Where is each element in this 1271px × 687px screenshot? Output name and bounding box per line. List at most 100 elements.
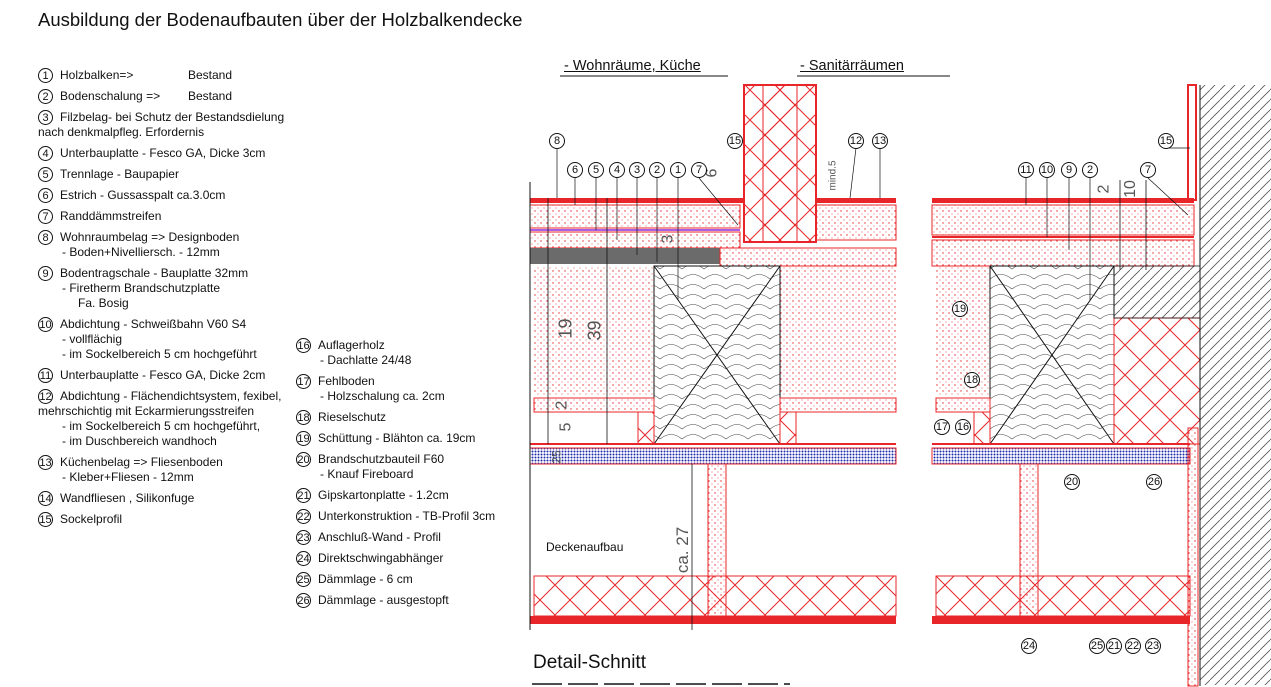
callout-10: 10 xyxy=(1039,162,1055,178)
legend-subtext: - Knauf Fireboard xyxy=(320,467,414,481)
callout-17: 17 xyxy=(934,419,950,435)
dim-10: 10 xyxy=(1121,180,1139,198)
callout-11: 11 xyxy=(1018,162,1034,178)
legend-number: 7 xyxy=(38,209,53,224)
legend-text: Unterbauplatte - Fesco GA, Dicke 3cm xyxy=(60,146,266,160)
legend-text: Bodenschalung => xyxy=(60,89,161,103)
callout-21: 21 xyxy=(1106,638,1122,654)
legend-item-7: 7 Randdämmstreifen xyxy=(38,209,308,224)
legend-text: Dämmlage - 6 cm xyxy=(318,572,413,586)
legend-text: Sockelprofil xyxy=(60,512,123,526)
callout-2: 2 xyxy=(649,162,665,178)
legend-subtext: - vollflächig xyxy=(62,332,123,346)
legend-item-24: 24 Direktschwingabhänger xyxy=(296,551,496,566)
legend-text: Fehlboden xyxy=(318,374,375,388)
callout-26: 26 xyxy=(1146,474,1162,490)
legend-text: Randdämmstreifen xyxy=(60,209,162,223)
legend-number: 4 xyxy=(38,146,53,161)
legend-item-15: 15 Sockelprofil xyxy=(38,512,308,527)
legend-text: Wohnraumbelag => Designboden xyxy=(60,230,240,244)
legend-number: 10 xyxy=(38,317,53,332)
legend-text: Filzbelag- bei Schutz der Bestandsdielun… xyxy=(60,110,285,124)
legend-subtext: - Boden+Nivelliersch. - 12mm xyxy=(62,245,220,259)
callout-4: 4 xyxy=(609,162,625,178)
page-title: Ausbildung der Bodenaufbauten über der H… xyxy=(38,9,523,30)
legend-number: 18 xyxy=(296,410,311,425)
dim-mind5: mind.5 xyxy=(827,160,839,191)
legend-item-4: 4 Unterbauplatte - Fesco GA, Dicke 3cm xyxy=(38,146,308,161)
legend-subtext: Fa. Bosig xyxy=(78,296,129,310)
callout-7: 7 xyxy=(1140,162,1156,178)
legend-text: Direktschwingabhänger xyxy=(318,551,444,565)
callout-20: 20 xyxy=(1064,474,1080,490)
dim-39: 39 xyxy=(584,320,605,341)
legend-number: 13 xyxy=(38,455,53,470)
legend-text: Anschluß-Wand - Profil xyxy=(318,530,441,544)
legend-number: 5 xyxy=(38,167,53,182)
legend-number: 3 xyxy=(38,110,53,125)
legend-item-8: 8 Wohnraumbelag => Designboden xyxy=(38,230,308,245)
callout-1: 1 xyxy=(670,162,686,178)
legend-number: 22 xyxy=(296,509,311,524)
legend-number: 20 xyxy=(296,452,311,467)
callout-5: 5 xyxy=(588,162,604,178)
legend-subtext: - Dachlatte 24/48 xyxy=(320,353,412,367)
legend-text: Trennlage - Baupapier xyxy=(60,167,179,181)
legend-item-20: 20 Brandschutzbauteil F60 xyxy=(296,452,496,467)
legend-text: Küchenbelag => Fliesenboden xyxy=(60,455,223,469)
legend-item-2: 2 Bodenschalung => Bestand xyxy=(38,89,308,104)
legend-text: Brandschutzbauteil F60 xyxy=(318,452,445,466)
callout-22: 22 xyxy=(1125,638,1141,654)
legend-number: 8 xyxy=(38,230,53,245)
callout-13: 13 xyxy=(872,133,888,149)
legend-text: Schüttung - Blähton ca. 19cm xyxy=(318,431,476,445)
legend-status: Bestand xyxy=(188,68,233,82)
callout-15: 15 xyxy=(1158,133,1174,149)
legend-text: Bodentragschale - Bauplatte 32mm xyxy=(60,266,249,280)
callout-12: 12 xyxy=(848,133,864,149)
callout-7: 7 xyxy=(691,162,707,178)
legend-item-3: 3 Filzbelag- bei Schutz der Bestandsdielu… xyxy=(38,110,308,125)
legend-item-6: 6 Estrich - Gussasspalt ca.3.0cm xyxy=(38,188,308,203)
legend-number: 26 xyxy=(296,593,311,608)
callout-2: 2 xyxy=(1082,162,1098,178)
legend-number: 25 xyxy=(296,572,311,587)
legend-status: Bestand xyxy=(188,89,233,103)
legend-number: 6 xyxy=(38,188,53,203)
label-wohnraeume: - Wohnräume, Küche xyxy=(564,58,701,74)
legend-item-1: 1 Holzbalken=> Bestand xyxy=(38,68,308,83)
legend-subtext: - im Sockelbereich 5 cm hochgeführt, xyxy=(62,419,261,433)
legend-subtext: - im Sockelbereich 5 cm hochgeführt xyxy=(62,347,257,361)
legend-subtext: - im Duschbereich wandhoch xyxy=(62,434,217,448)
legend-text: Estrich - Gussasspalt ca.3.0cm xyxy=(60,188,226,202)
legend-text: Rieselschutz xyxy=(318,410,387,424)
legend-text: Auflagerholz xyxy=(318,338,385,352)
legend-number: 1 xyxy=(38,68,53,83)
legend-number: 2 xyxy=(38,89,53,104)
dim-3: 3 xyxy=(659,234,677,244)
legend-left: 1 Holzbalken=> Bestand 2 Bodenschalung => Bes… xyxy=(38,68,308,527)
legend-number: 15 xyxy=(38,512,53,527)
legend-number: 24 xyxy=(296,551,311,566)
legend-text: Abdichtung - Flächendichtsystem, fexibel… xyxy=(60,389,282,403)
dim-2: 2 xyxy=(1095,184,1113,194)
callout-3: 3 xyxy=(629,162,645,178)
legend-text: Holzbalken=> xyxy=(60,68,134,82)
legend-subtext: nach denkmalpfleg. Erfordernis xyxy=(38,125,205,139)
callout-16: 16 xyxy=(955,419,971,435)
dim-25: 25 xyxy=(549,450,564,464)
callout-8: 8 xyxy=(549,133,565,149)
legend-item-18: 18 Rieselschutz xyxy=(296,410,496,425)
dim-27: ca. 27 xyxy=(673,526,693,574)
